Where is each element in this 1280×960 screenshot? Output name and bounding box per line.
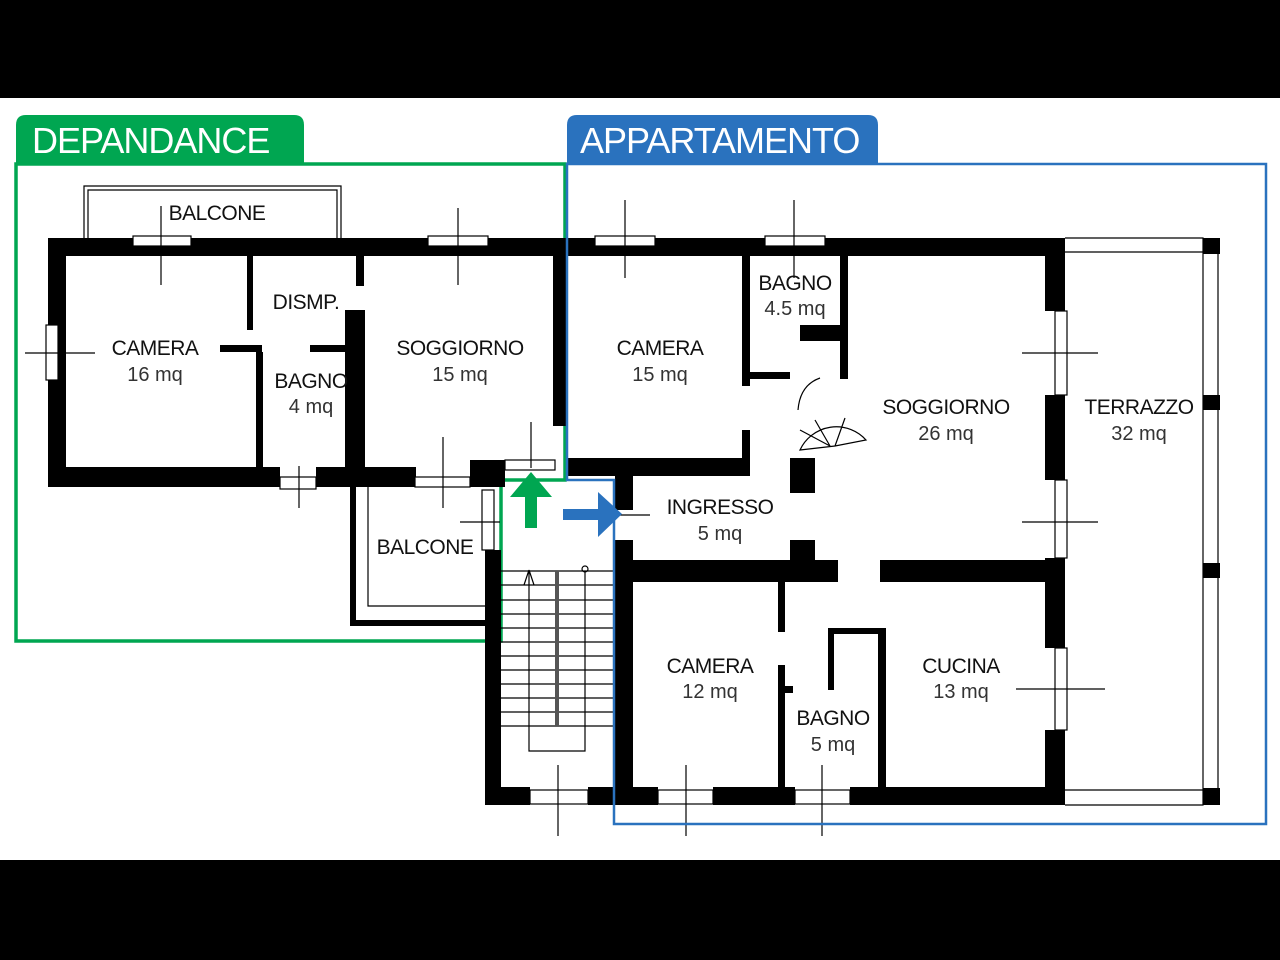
appartamento-title: APPARTAMENTO [580, 120, 859, 161]
room-area: 4.5 mq [764, 298, 825, 320]
floor-plan: DEPANDANCE [0, 98, 1280, 860]
room-area: 4 mq [289, 396, 333, 418]
room-name: DISMP. [273, 291, 340, 314]
room-area: 5 mq [698, 523, 742, 545]
room-name: SOGGIORNO [882, 396, 1010, 419]
room-area: 26 mq [918, 423, 974, 445]
room-area: 12 mq [682, 681, 738, 703]
appartamento-tab [567, 115, 878, 164]
room-name: CAMERA [617, 337, 704, 360]
spiral-staircase [797, 377, 868, 451]
dependance-tab [16, 115, 304, 164]
room-area: 15 mq [432, 364, 488, 386]
entry-arrows [510, 472, 622, 537]
room-area: 5 mq [811, 734, 855, 756]
appartamento-section: APPARTAMENTO [565, 115, 1268, 826]
room-name: CUCINA [922, 655, 1000, 678]
room-name: TERRAZZO [1084, 396, 1193, 419]
appartamento-outline [565, 162, 1268, 826]
room-name: INGRESSO [667, 496, 774, 519]
room-name: BALCONE [377, 536, 474, 559]
staircase [501, 565, 613, 752]
room-name: BAGNO [758, 272, 832, 295]
room-area: 13 mq [933, 681, 989, 703]
floor-plan-drawing: DEPANDANCE [14, 115, 1268, 836]
room-name: CAMERA [112, 337, 199, 360]
room-area: 32 mq [1111, 423, 1167, 445]
room-name: CAMERA [667, 655, 754, 678]
walls [48, 238, 1065, 805]
room-area: 15 mq [632, 364, 688, 386]
dependance-title: DEPANDANCE [32, 120, 269, 161]
room-area: 16 mq [127, 364, 183, 386]
room-labels: BALCONE CAMERA 16 mq DISMP. BAGNO 4 mq S… [112, 202, 1195, 756]
arrow-up-icon [510, 472, 552, 528]
fixtures [25, 185, 1220, 836]
room-name: SOGGIORNO [396, 337, 524, 360]
arrow-right-icon [563, 492, 622, 537]
room-name: BAGNO [796, 707, 870, 730]
room-name: BAGNO [274, 370, 348, 393]
room-name: BALCONE [169, 202, 266, 225]
